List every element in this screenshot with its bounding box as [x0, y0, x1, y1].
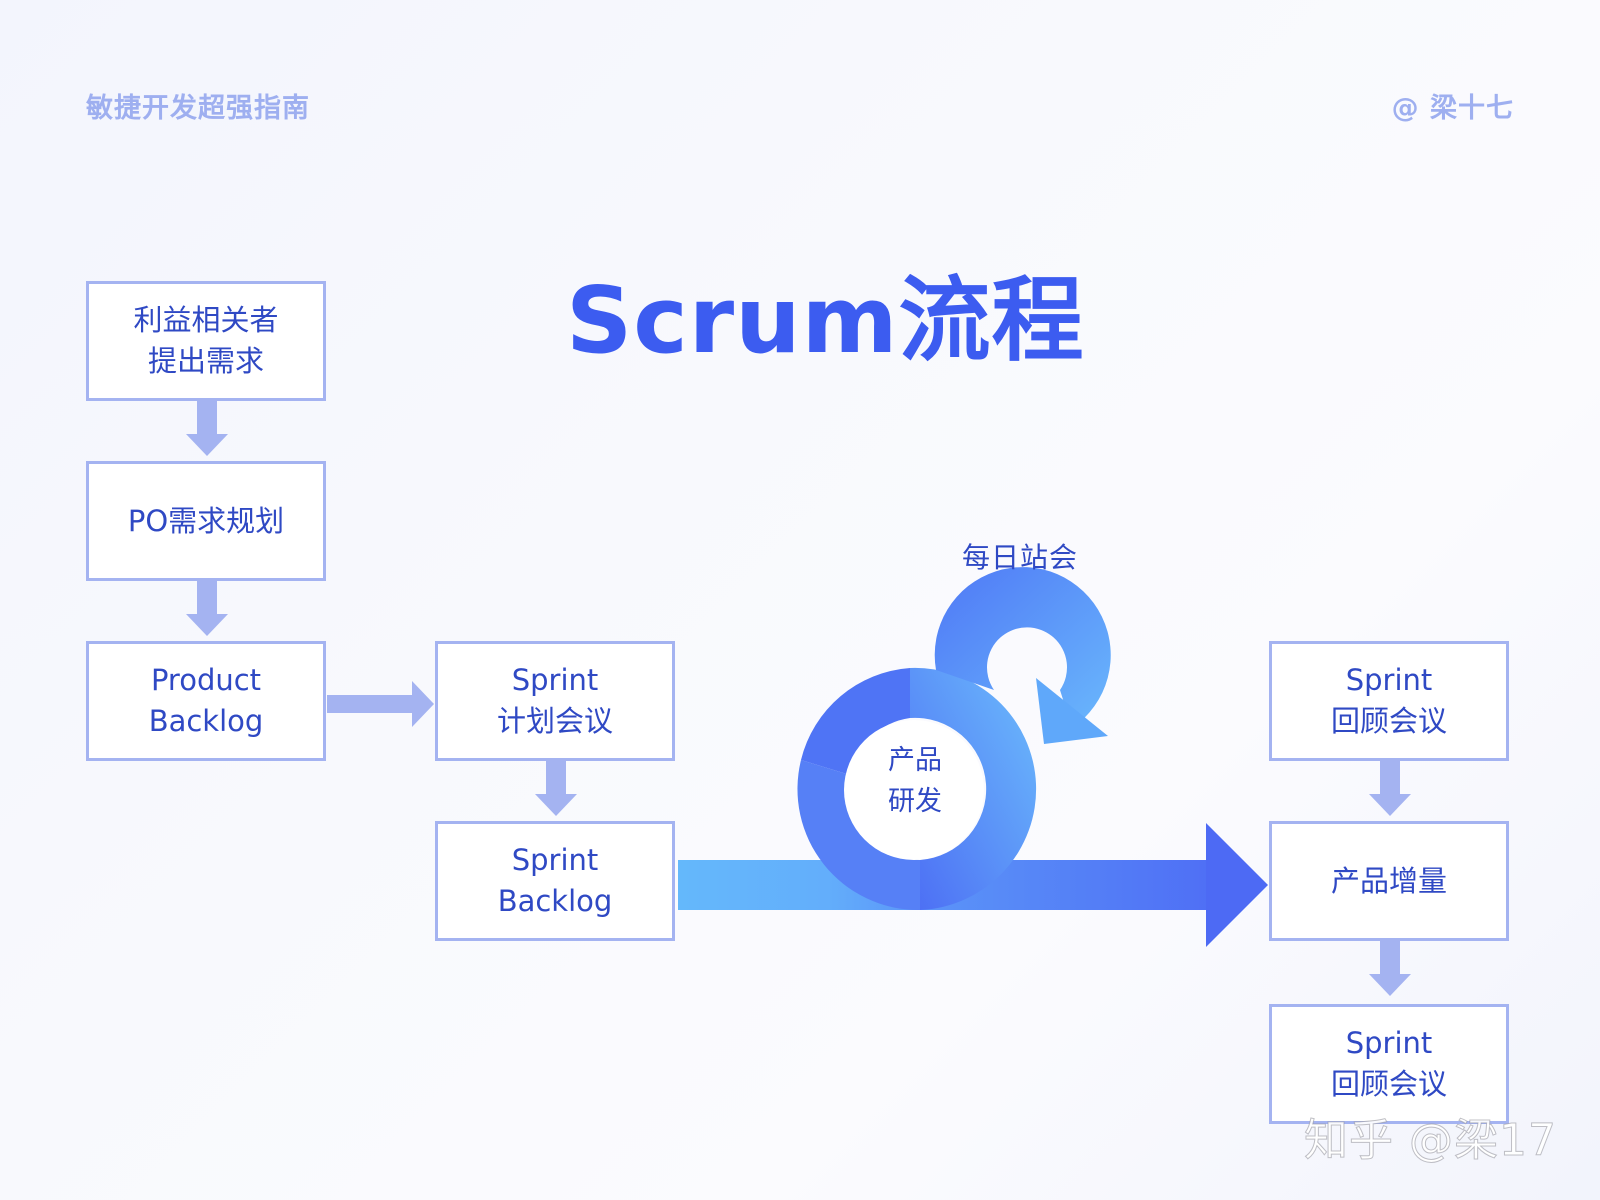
- daily-standup-label: 每日站会: [962, 541, 1079, 574]
- author-label: @ 梁十七: [1391, 93, 1514, 124]
- sprint-review-box-top: Sprint 回顾会议: [1269, 641, 1509, 761]
- daily-standup-loop: [934, 567, 1111, 744]
- sprint-planning-box: Sprint 计划会议: [435, 641, 675, 761]
- zhihu-watermark: 知乎 @梁17: [1304, 1115, 1557, 1167]
- arrow-increment-to-review: [1369, 941, 1411, 996]
- page-title: Scrum流程: [566, 267, 1085, 374]
- stakeholders-box: 利益相关者 提出需求: [86, 281, 326, 401]
- sprint-backlog-box: Sprint Backlog: [435, 821, 675, 941]
- arrow-po-to-backlog: [186, 581, 228, 636]
- guide-title: 敏捷开发超强指南: [86, 93, 310, 124]
- product-increment-box: 产品增量: [1269, 821, 1509, 941]
- arrow-stakeholders-to-po: [186, 401, 228, 456]
- arrow-planning-to-sprint-backlog: [535, 761, 577, 816]
- sprint-review-box-bottom: Sprint 回顾会议: [1269, 1004, 1509, 1124]
- product-backlog-box: Product Backlog: [86, 641, 326, 761]
- development-cycle-ring: [797, 667, 1037, 911]
- arrow-backlog-to-planning: [327, 681, 434, 727]
- po-planning-box: PO需求规划: [86, 461, 326, 581]
- arrow-review-to-increment: [1369, 761, 1411, 816]
- product-development-label: 产品 研发: [888, 745, 942, 817]
